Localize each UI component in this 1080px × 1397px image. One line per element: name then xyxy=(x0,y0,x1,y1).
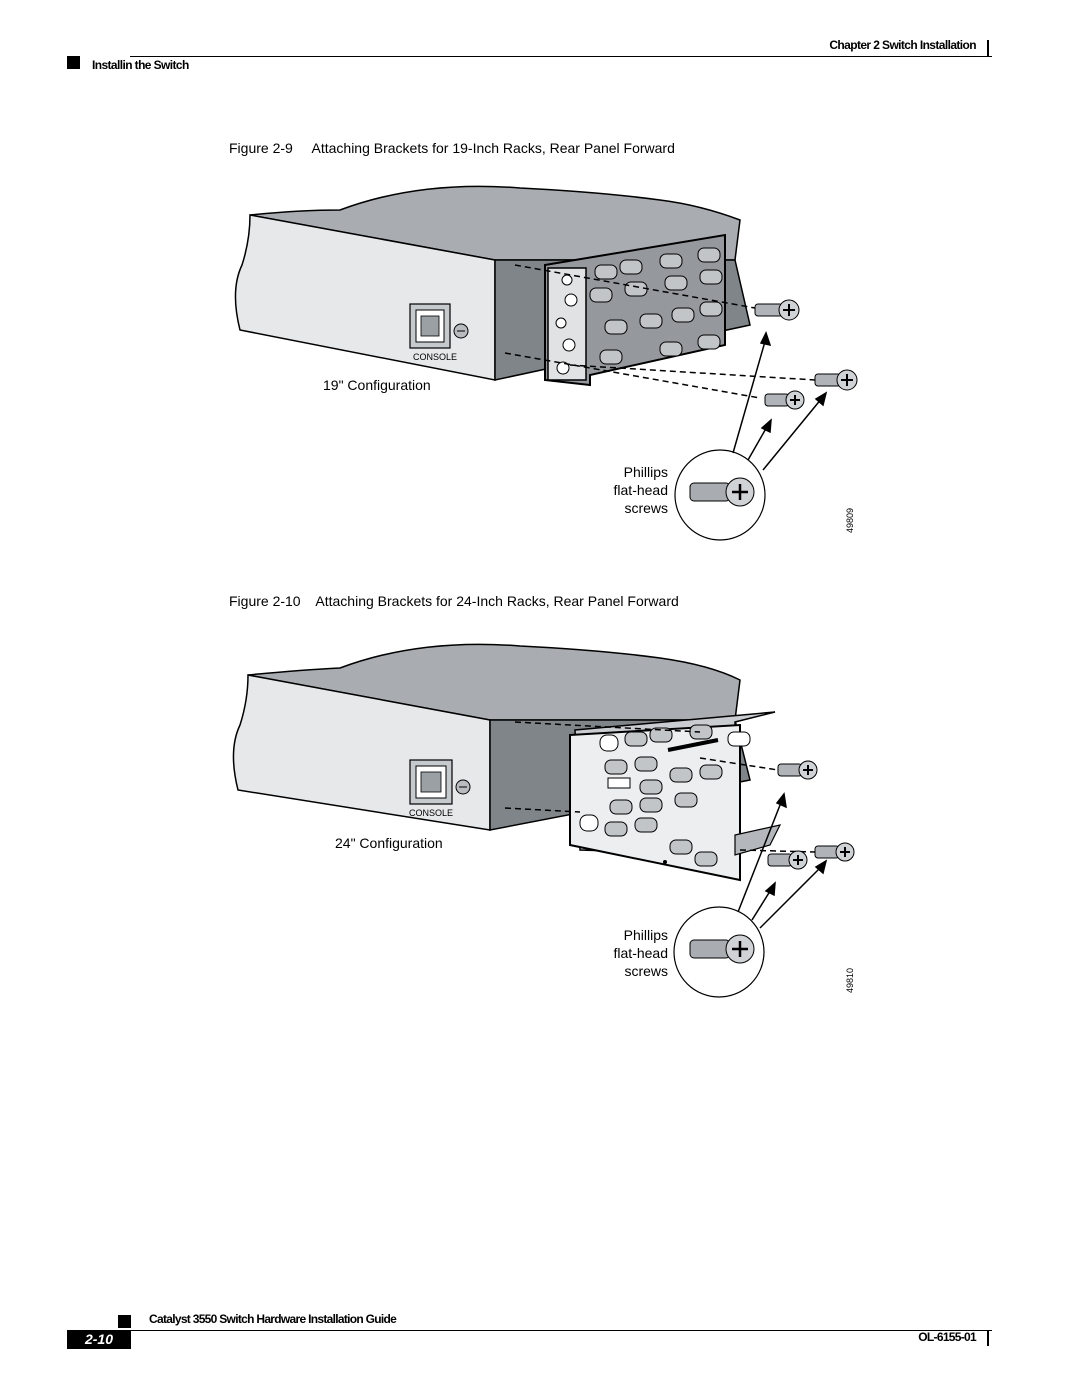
figure-caption-2-10: Figure 2-10 Attaching Brackets for 24-In… xyxy=(229,593,679,609)
screw-upper xyxy=(777,760,818,780)
mounting-bracket xyxy=(569,711,782,882)
alignment-guides xyxy=(504,264,816,399)
screw-lower-left xyxy=(764,390,805,410)
figure-2-9-illustration: CONSOLE xyxy=(234,185,858,541)
running-header-chapter: Chapter 2 Switch Installation xyxy=(829,38,976,52)
screw-label-line-1: Phillips xyxy=(624,464,668,480)
footer-marker-square xyxy=(118,1315,131,1328)
console-port xyxy=(409,759,471,805)
screw-lower-left xyxy=(767,850,808,870)
header-vertical-bar xyxy=(987,40,989,56)
screw-label-line-3: screws xyxy=(624,963,668,979)
screw-upper xyxy=(754,299,800,321)
figure-2-10-illustration: CONSOLE xyxy=(232,643,855,998)
footer-guide-title: Catalyst 3550 Switch Hardware Installati… xyxy=(149,1312,397,1326)
console-label: CONSOLE xyxy=(409,808,453,818)
screw-label-line-2: flat-head xyxy=(614,945,668,961)
switch-top-surface xyxy=(247,643,741,721)
art-id: 49809 xyxy=(845,508,855,533)
screw-lower-right xyxy=(814,842,855,862)
page-number: 2-10 xyxy=(67,1330,131,1349)
figure-caption-2-9: Figure 2-9 Attaching Brackets for 19-Inc… xyxy=(229,140,675,156)
running-header-section: Installin the Switch xyxy=(92,58,189,72)
header-rule xyxy=(130,56,992,57)
art-id: 49810 xyxy=(845,968,855,993)
config-label: 24" Configuration xyxy=(335,835,443,851)
callout-screw xyxy=(689,477,755,507)
console-label: CONSOLE xyxy=(413,352,457,362)
screw-lower-right xyxy=(814,369,858,391)
figure-title: Attaching Brackets for 19-Inch Racks, Re… xyxy=(311,140,675,156)
footer-vertical-bar xyxy=(987,1330,989,1346)
screw-label-line-2: flat-head xyxy=(614,482,668,498)
header-marker-square xyxy=(67,56,80,69)
figure-number: Figure 2-10 xyxy=(229,593,301,609)
callout-screw xyxy=(689,934,755,964)
config-label: 19" Configuration xyxy=(323,377,431,393)
console-port xyxy=(409,303,469,349)
footer-rule xyxy=(130,1330,992,1331)
figure-title: Attaching Brackets for 24-Inch Racks, Re… xyxy=(315,593,679,609)
figure-number: Figure 2-9 xyxy=(229,140,293,156)
callout-arrows xyxy=(737,792,828,929)
footer-doc-number: OL-6155-01 xyxy=(918,1330,976,1344)
switch-top-surface xyxy=(249,185,741,261)
screw-label-line-1: Phillips xyxy=(624,927,668,943)
callout-arrows xyxy=(732,331,828,471)
screw-label-line-3: screws xyxy=(624,500,668,516)
